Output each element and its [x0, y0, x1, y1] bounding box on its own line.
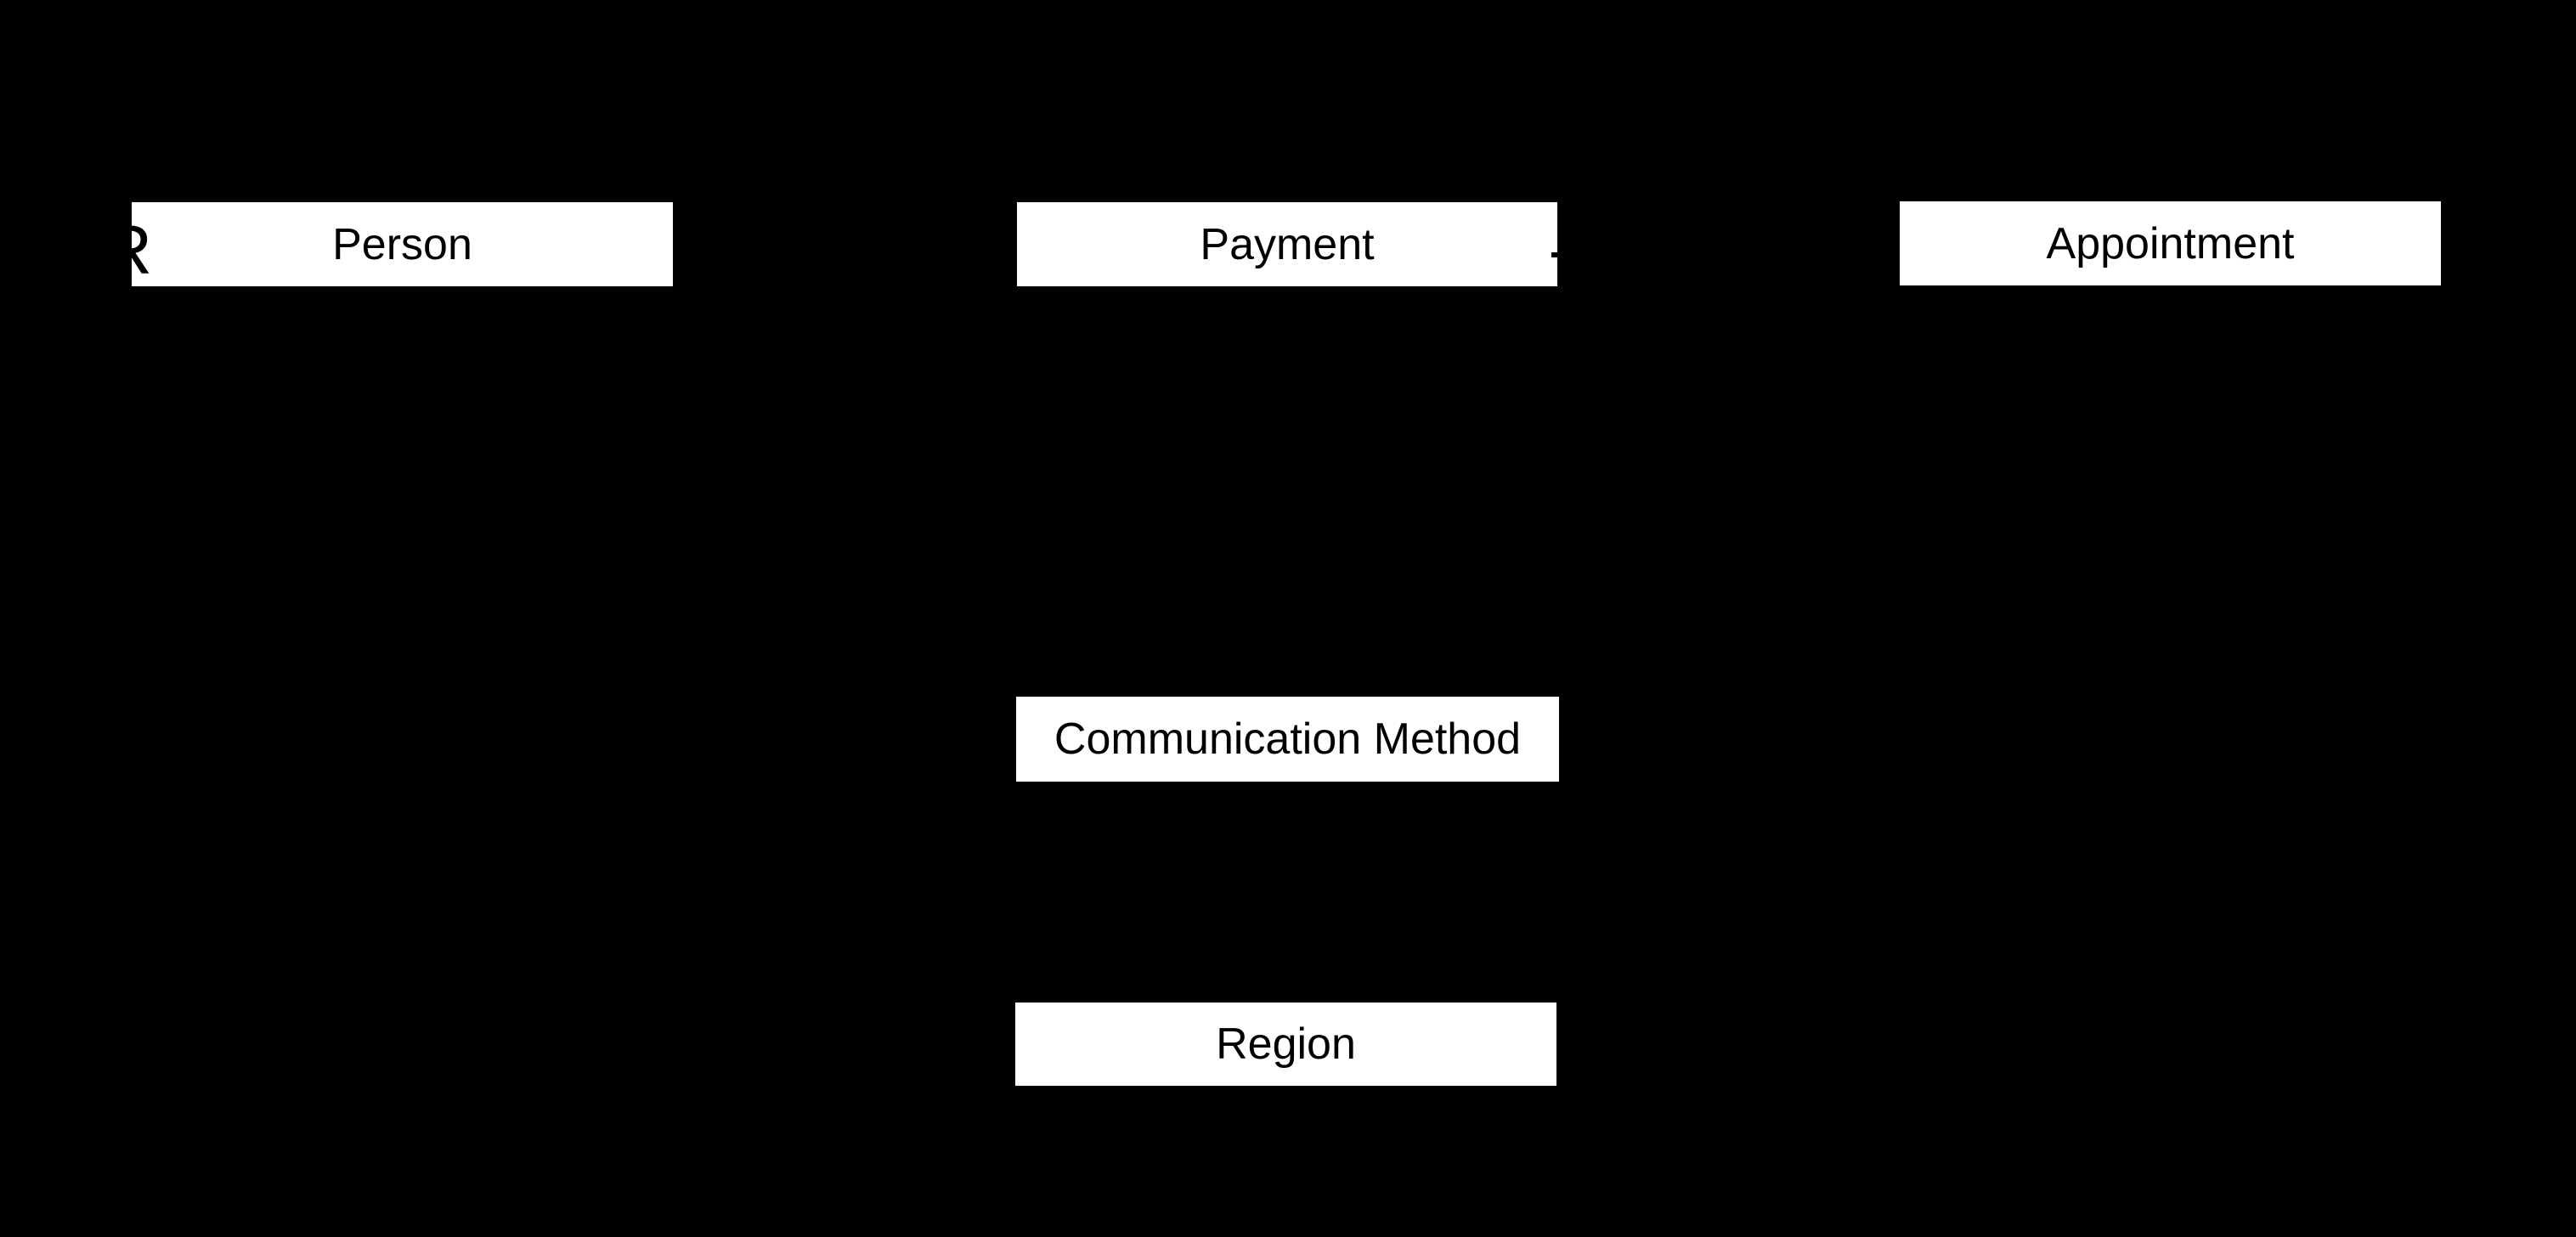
entity-box-payment: Payment	[1017, 202, 1557, 286]
entity-box-region: Region	[1015, 1003, 1556, 1086]
entity-box-appointment: Appointment	[1900, 201, 2441, 285]
entity-label-region: Region	[1216, 1020, 1356, 1069]
entity-label-payment: Payment	[1200, 219, 1375, 269]
entity-label-appointment: Appointment	[2046, 218, 2295, 268]
clipped-letter-r: R	[102, 212, 153, 289]
entity-label-person: Person	[332, 219, 472, 269]
entity-box-communication-method: Communication Method	[1016, 697, 1559, 782]
line-tip-mark	[1551, 252, 1563, 257]
entity-box-person: Person	[132, 202, 673, 286]
entity-label-communication-method: Communication Method	[1054, 715, 1522, 764]
